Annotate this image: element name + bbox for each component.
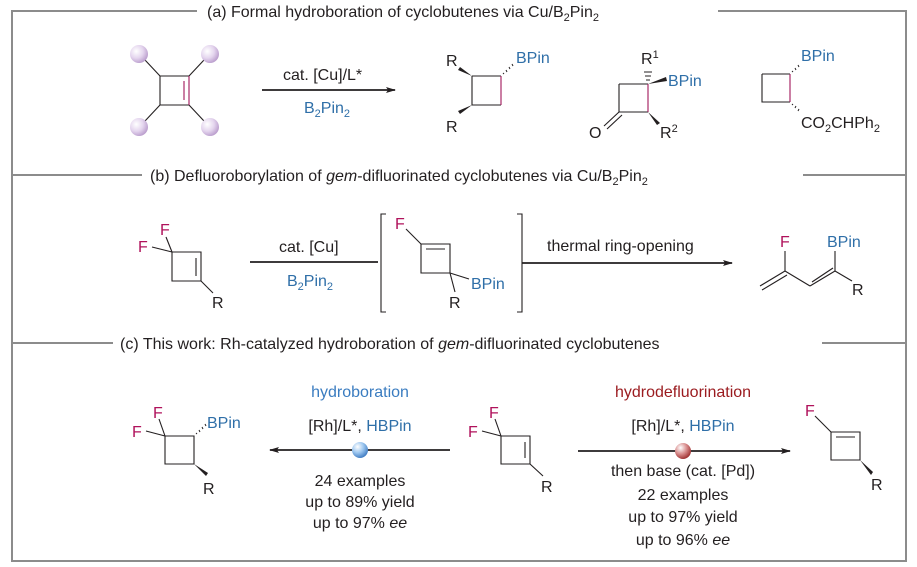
base-conditions: then base (cat. [Pd]) — [611, 463, 755, 480]
product-a2: R1 BPin O R2 — [589, 49, 702, 142]
reaction-arrow-b2: thermal ring-opening — [522, 238, 733, 266]
substituent-sphere — [201, 45, 219, 63]
reagent-cu: cat. [Cu] — [279, 239, 339, 256]
fluorine-label: F — [160, 222, 170, 239]
max-yield: up to 89% yield — [305, 494, 414, 511]
reagent-b2pin2: B2Pin2 — [287, 273, 333, 293]
ring-opening-label: thermal ring-opening — [547, 238, 694, 255]
section-a-header: (a) Formal hydroboration of cyclobutenes… — [207, 4, 599, 24]
fluorine-label: F — [489, 405, 499, 422]
max-ee: up to 97% ee — [313, 515, 407, 532]
boron-label: BPin — [668, 73, 702, 90]
substituent-r: R — [541, 479, 553, 496]
reaction-arrow-hydroboration: hydroboration [Rh]/L*, HBPin 24 examples… — [269, 384, 450, 532]
reagent-cu-ligand: cat. [Cu]/L* — [283, 67, 362, 84]
generic-cyclobutene — [130, 45, 219, 136]
substituent-r: R — [212, 295, 224, 312]
substituent-sphere — [130, 45, 148, 63]
fluorine-label: F — [153, 405, 163, 422]
substituent-sphere — [201, 118, 219, 136]
max-ee: up to 96% ee — [636, 532, 730, 549]
pathway-hydroboration: hydroboration — [311, 384, 409, 401]
boron-label: BPin — [827, 234, 861, 251]
fluorine-label: F — [780, 234, 790, 251]
catalyst-conditions: [Rh]/L*, HBPin — [631, 418, 734, 435]
pathway-hydrodefluorination: hydrodefluorination — [615, 384, 751, 401]
fluorine-label: F — [805, 403, 815, 420]
substituent-r: R — [446, 119, 458, 136]
section-c-header: (c) This work: Rh-catalyzed hydroboratio… — [120, 336, 660, 353]
intermediate-b: F BPin R — [380, 213, 523, 313]
section-b-header: (b) Defluoroborylation of gem-difluorina… — [150, 168, 648, 188]
scope-count: 24 examples — [315, 473, 406, 490]
hydroboration-bullet — [352, 442, 368, 458]
product-c-hydroboration: F F BPin R — [132, 405, 241, 498]
reaction-arrow-a: cat. [Cu]/L* B2Pin2 — [262, 67, 396, 120]
hydrodefluorination-bullet — [675, 443, 691, 459]
substituent-r: R — [446, 53, 458, 70]
carbonyl-oxygen: O — [589, 125, 601, 142]
max-yield: up to 97% yield — [628, 509, 737, 526]
section-c: (c) This work: Rh-catalyzed hydroboratio… — [120, 336, 883, 549]
ester-group: CO2CHPh2 — [801, 115, 880, 135]
catalyst-conditions: [Rh]/L*, HBPin — [308, 418, 411, 435]
fluorine-label: F — [395, 216, 405, 233]
product-c-monofluoro: F R — [805, 403, 883, 494]
fluorine-label: F — [138, 239, 148, 256]
fluorine-label: F — [132, 424, 142, 441]
product-a1: R R BPin — [446, 50, 550, 136]
scope-count: 22 examples — [638, 487, 729, 504]
substituent-r: R — [203, 481, 215, 498]
substituent-r: R — [449, 295, 461, 312]
substituent-sphere — [130, 118, 148, 136]
section-a: (a) Formal hydroboration of cyclobutenes… — [130, 4, 880, 142]
boron-label: BPin — [516, 50, 550, 67]
substrate-b: F F R — [138, 222, 224, 312]
outer-frame — [11, 10, 907, 562]
section-b: (b) Defluoroborylation of gem-difluorina… — [138, 168, 864, 313]
substituent-r1: R1 — [641, 49, 659, 68]
substituent-r: R — [871, 477, 883, 494]
reaction-arrow-b1: cat. [Cu] B2Pin2 — [250, 239, 378, 293]
substituent-r2: R2 — [660, 123, 678, 142]
substrate-c: F F R — [468, 405, 553, 496]
fluorine-label: F — [468, 424, 478, 441]
product-b-diene: F BPin R — [759, 234, 864, 299]
reagent-b2pin2: B2Pin2 — [304, 100, 350, 120]
substituent-r: R — [852, 282, 864, 299]
product-a3: BPin CO2CHPh2 — [761, 48, 880, 135]
boron-label: BPin — [207, 415, 241, 432]
boron-label: BPin — [801, 48, 835, 65]
boron-label: BPin — [471, 276, 505, 293]
reaction-arrow-hydrodefluorination: hydrodefluorination [Rh]/L*, HBPin then … — [578, 384, 791, 549]
